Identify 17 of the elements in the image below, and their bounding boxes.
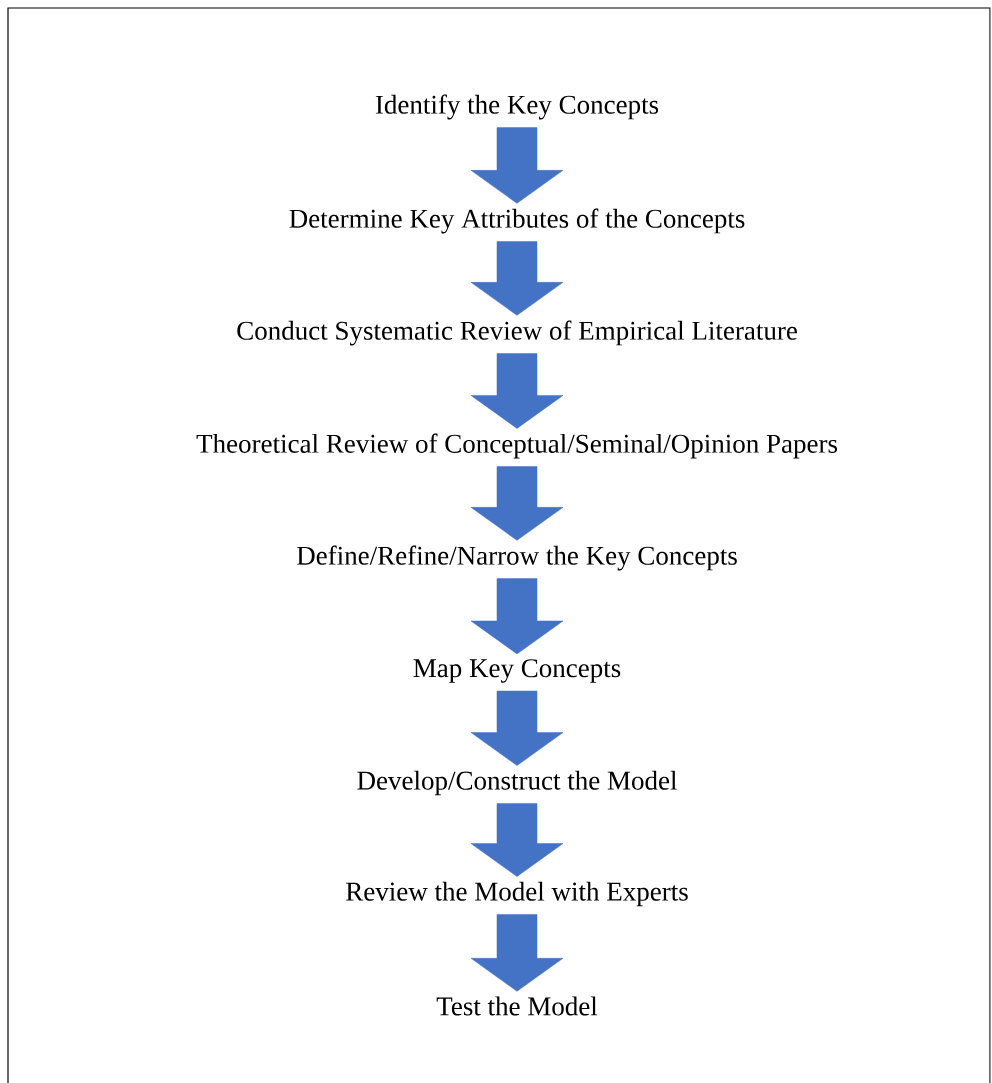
step-text: Test the Model [436,996,598,1016]
step-text: Review the Model with Experts [346,881,688,907]
step-text: Map Key Concepts [413,659,621,683]
step-text: Conduct Systematic Review of Empirical Literature [237,320,797,346]
block-arrow [470,466,564,541]
block-arrow [470,578,564,655]
block-arrow [470,241,564,316]
step-text: Identify the Key Concepts [375,94,659,120]
block-arrow [470,127,564,204]
step-text: Determine Key Attributes of the Concepts [289,208,745,234]
block-arrow [470,690,564,766]
block-arrow [470,914,564,992]
step-text: Define/Refine/Narrow the Key Concepts [297,545,737,571]
step-text: Theoretical Review of Conceptual/Seminal/Opinion Papers [196,433,838,459]
block-arrow [470,803,564,877]
step-text: Develop/Construct the Model [357,770,677,796]
block-arrow [470,353,564,429]
